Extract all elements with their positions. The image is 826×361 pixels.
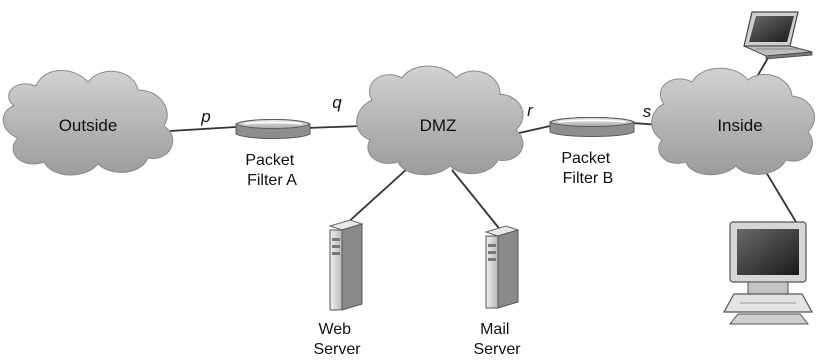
mail-server: Mail Server <box>473 225 521 358</box>
server-tower-icon <box>484 225 520 309</box>
packet-filter-a-label-line-2: Filter A <box>247 172 297 189</box>
dmz-cloud-shape <box>356 65 524 176</box>
link-label-p: p <box>200 107 210 126</box>
mail-server-label-line-2: Server <box>473 341 521 358</box>
link-p <box>169 126 237 132</box>
packet-filter-a-label-line-1: Packet <box>245 152 294 169</box>
link-q <box>305 125 363 129</box>
packet-filter-b: Packet Filter B <box>549 117 635 187</box>
link-label-s: s <box>643 102 652 121</box>
dmz-cloud-label: DMZ <box>420 116 457 135</box>
web-server: Web Server <box>313 219 364 358</box>
outside-cloud: Outside <box>2 69 174 176</box>
mail-server-label: Mail Server <box>473 321 521 358</box>
laptop-icon <box>743 11 813 60</box>
packet-filter-b-label: Packet Filter B <box>561 150 614 187</box>
router-icon <box>235 119 311 139</box>
web-server-label-line-1: Web <box>318 321 351 338</box>
link-dmz-mail-server <box>451 169 503 233</box>
router-icon <box>549 117 635 137</box>
inside-cloud-shape <box>651 67 815 176</box>
mail-server-label-line-1: Mail <box>480 321 509 338</box>
inside-cloud: Inside <box>651 67 815 176</box>
packet-filter-a: Packet Filter A <box>235 119 311 189</box>
desktop-computer-icon <box>722 221 814 325</box>
outside-cloud-shape <box>2 69 174 176</box>
outside-cloud-label: Outside <box>59 116 118 135</box>
packet-filter-b-label-line-1: Packet <box>561 150 610 167</box>
link-dmz-web-server <box>344 167 409 226</box>
dmz-cloud: DMZ <box>356 65 524 176</box>
link-label-q: q <box>332 93 342 112</box>
web-server-label-line-2: Server <box>313 341 361 358</box>
packet-filter-a-label: Packet Filter A <box>245 152 298 189</box>
link-label-r: r <box>527 101 534 120</box>
inside-cloud-label: Inside <box>717 116 762 135</box>
server-tower-icon <box>328 219 364 311</box>
packet-filter-b-label-line-2: Filter B <box>563 170 614 187</box>
web-server-label: Web Server <box>313 321 361 358</box>
